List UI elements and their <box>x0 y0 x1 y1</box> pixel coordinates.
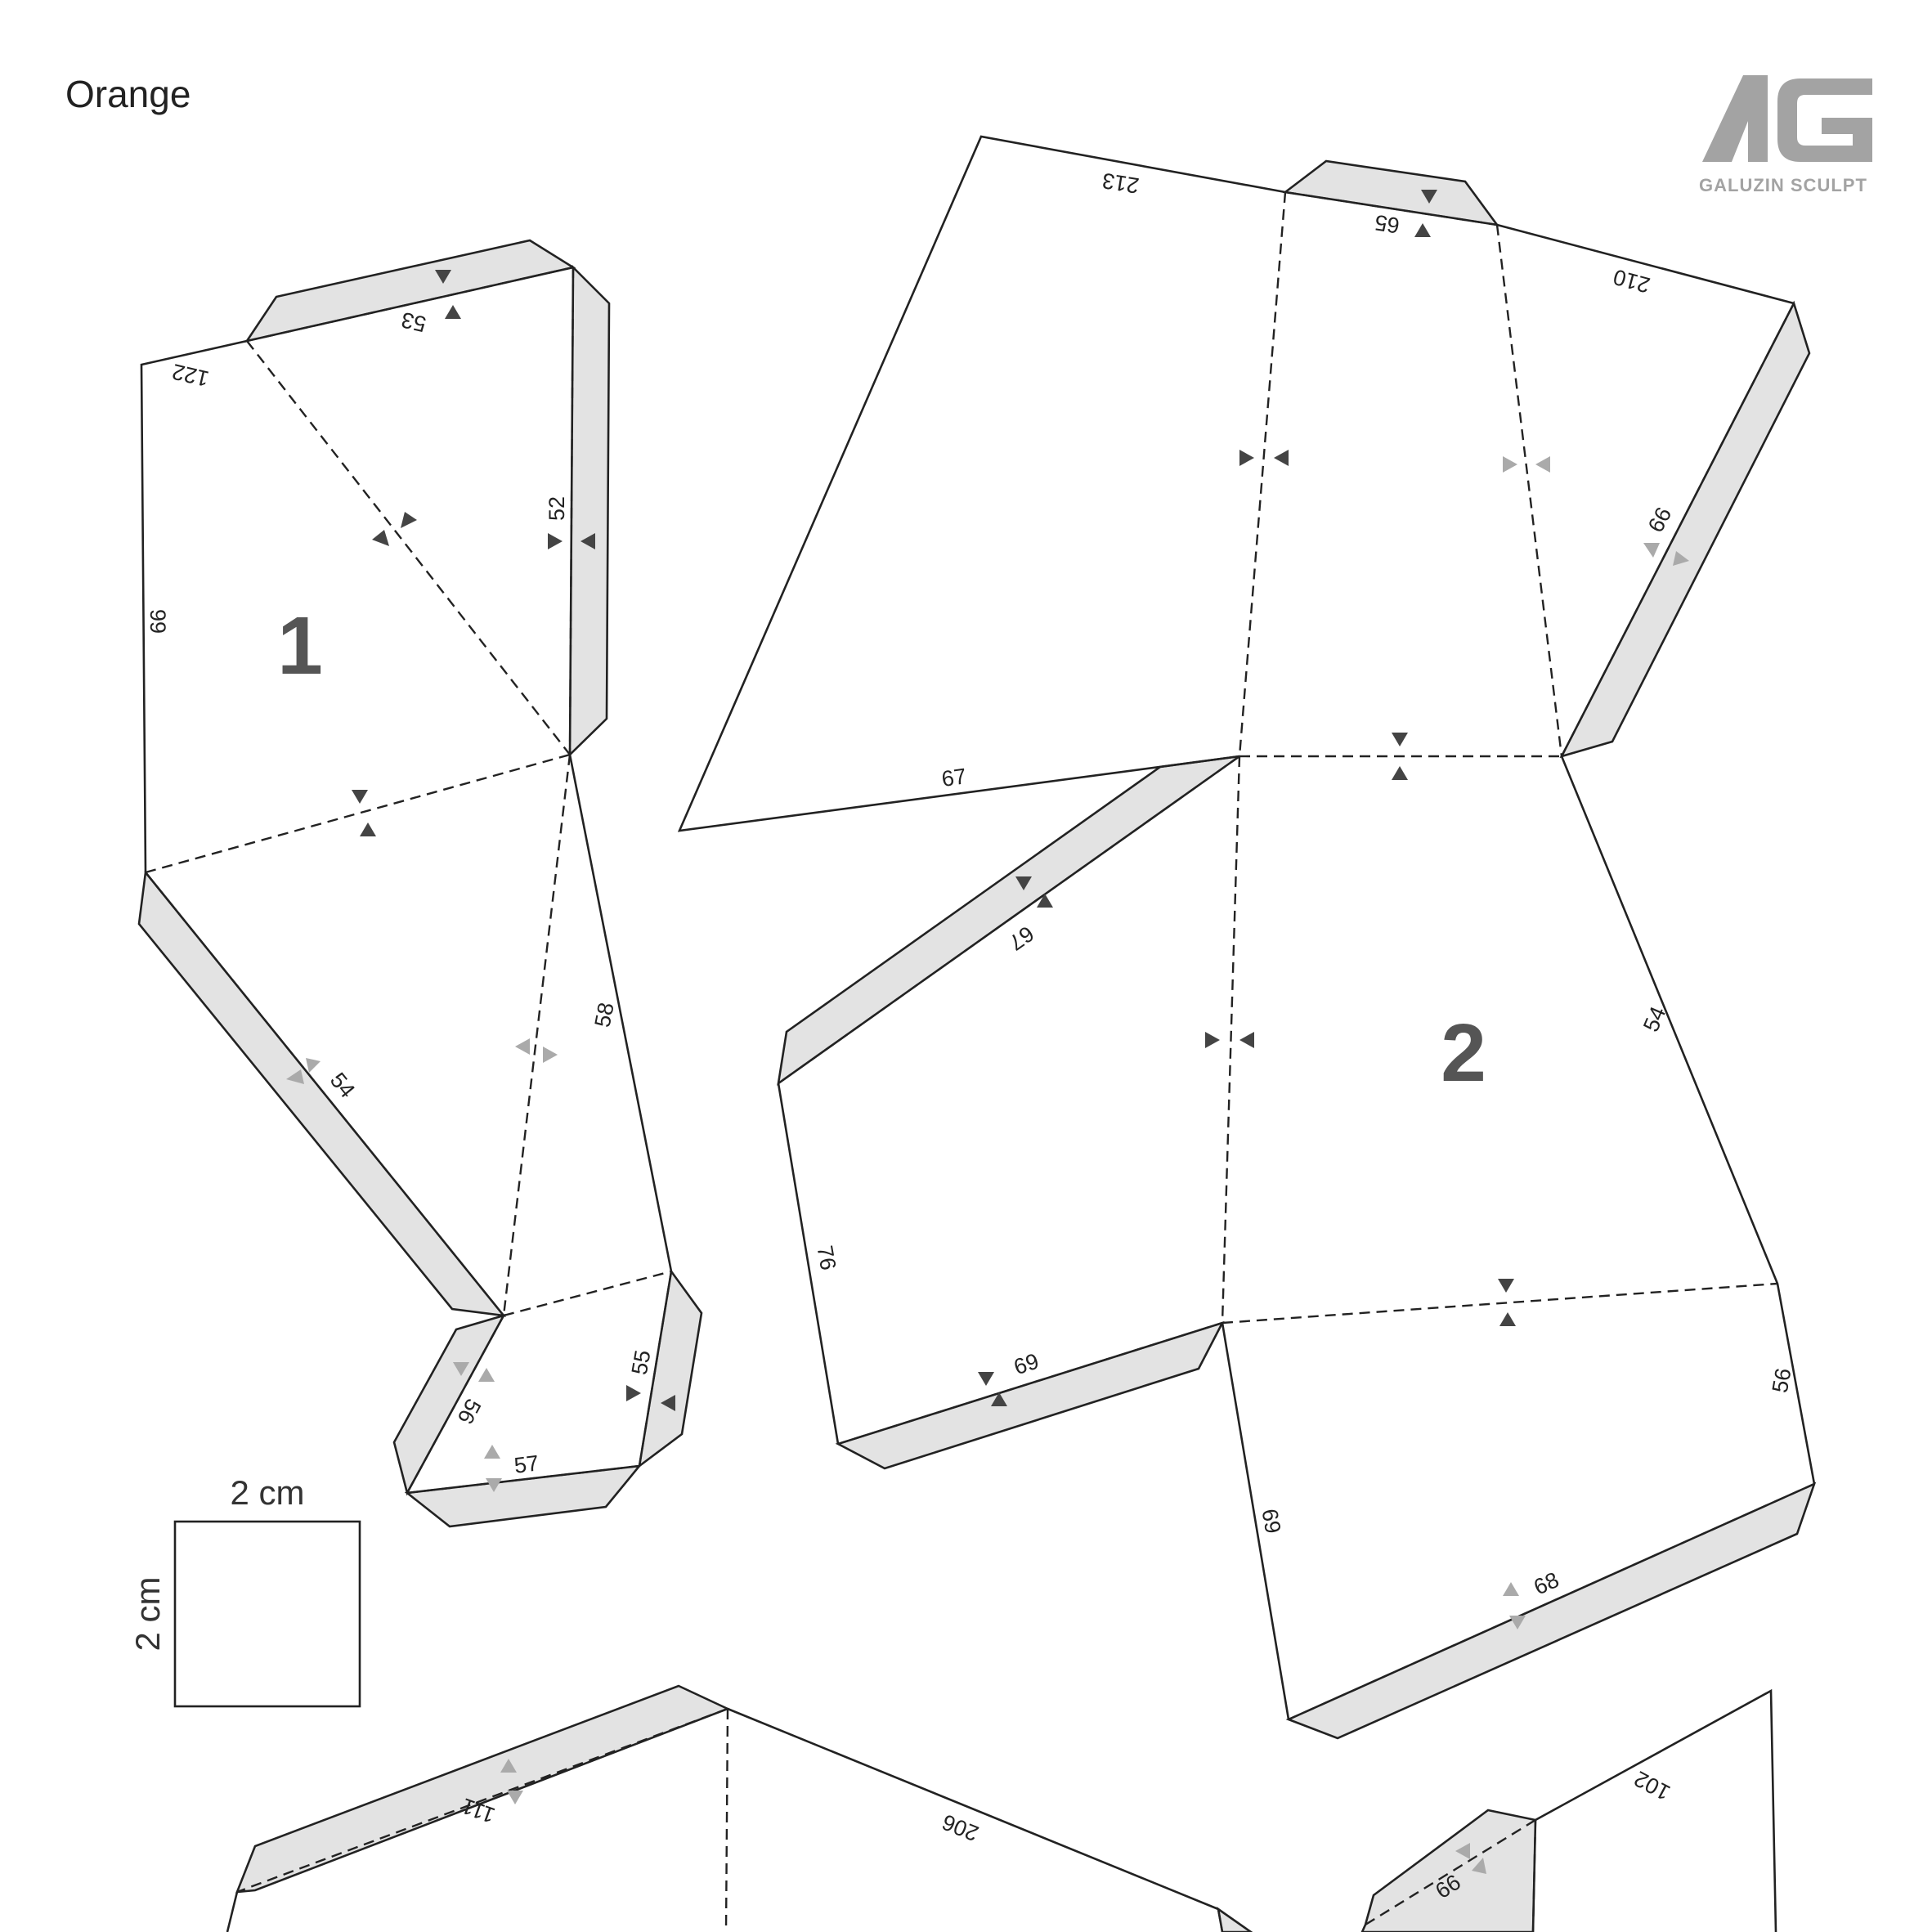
edge-label: 54 <box>325 1068 360 1102</box>
fold-line <box>568 267 575 755</box>
part-2: 2 213 65 210 66 67 67 54 76 69 56 69 68 <box>677 135 1817 1740</box>
glue-tab <box>235 1684 731 1894</box>
edge-label: 102 <box>1630 1766 1674 1805</box>
edge-label: 55 <box>627 1348 656 1377</box>
fold-line <box>406 1464 640 1495</box>
edge-label: 99 <box>146 609 170 634</box>
fold-line <box>1221 755 1241 1324</box>
scale-square <box>173 1520 361 1708</box>
fold-line <box>638 1271 673 1467</box>
fold-line <box>1284 191 1498 226</box>
alignment-marker <box>548 533 595 549</box>
cut-line <box>140 339 248 873</box>
alignment-marker <box>1503 1582 1526 1629</box>
fold-line <box>1495 224 1563 757</box>
fold-line <box>1531 1819 1537 1932</box>
alignment-marker <box>484 1445 502 1492</box>
edge-label: 76 <box>812 1244 840 1272</box>
part-number: 2 <box>1441 1007 1486 1099</box>
cut-line <box>677 135 1286 832</box>
fold-line <box>1238 191 1287 757</box>
edge-label: 213 <box>1100 168 1141 199</box>
edge-label: 206 <box>939 1809 982 1846</box>
alignment-marker <box>1455 1843 1486 1874</box>
edge-label: 69 <box>1011 1349 1042 1380</box>
alignment-marker <box>352 790 376 836</box>
glue-tab <box>1217 1907 1253 1932</box>
edge-label: 57 <box>513 1450 540 1477</box>
fold-line <box>1222 1282 1778 1325</box>
fold-line <box>246 266 574 343</box>
cut-line <box>1535 1688 1777 1932</box>
fold-line <box>145 753 571 874</box>
part-1: 1 122 53 52 99 58 54 55 56 57 <box>137 239 703 1528</box>
glue-tab <box>392 1313 506 1496</box>
edge-label: 56 <box>1768 1366 1796 1395</box>
cut-line <box>1221 1322 1290 1720</box>
fold-line <box>503 1270 672 1317</box>
glue-tab <box>835 1320 1225 1470</box>
scale-width-label: 2 cm <box>230 1473 304 1512</box>
alignment-marker <box>626 1385 675 1411</box>
alignment-marker <box>515 1038 558 1063</box>
edge-label: 69 <box>1257 1507 1285 1535</box>
alignment-marker <box>372 512 417 546</box>
glue-tab <box>1285 1481 1817 1740</box>
glue-tab <box>1559 300 1811 759</box>
galuzin-sculpt-logo-icon <box>1702 75 1872 162</box>
glue-tab <box>244 239 576 343</box>
scale-height-label: 2 cm <box>128 1576 167 1651</box>
alignment-marker <box>1498 1279 1516 1326</box>
fold-line <box>236 1707 728 1894</box>
alignment-marker <box>286 1058 321 1084</box>
glue-tab <box>638 1268 703 1468</box>
alignment-marker <box>978 1372 1007 1406</box>
fold-line <box>502 754 572 1316</box>
fold-line <box>837 1321 1223 1446</box>
edge-label: 54 <box>1638 1003 1670 1035</box>
edge-label: 66 <box>1643 503 1677 536</box>
alignment-marker <box>1015 876 1053 908</box>
document-title: Orange <box>65 73 191 115</box>
cut-line <box>568 754 673 1272</box>
alignment-marker <box>1414 190 1437 237</box>
edge-label: 58 <box>590 1001 619 1029</box>
alignment-marker <box>435 270 461 319</box>
edge-label: 67 <box>1004 921 1038 955</box>
edge-label: 53 <box>399 307 428 337</box>
alignment-marker <box>1392 733 1408 780</box>
glue-tab <box>568 264 611 758</box>
cut-line <box>1496 223 1795 305</box>
fold-line <box>778 755 1240 1084</box>
alignment-marker <box>500 1759 523 1804</box>
fold-line <box>724 1708 729 1932</box>
cut-line <box>226 1891 239 1932</box>
edge-label: 65 <box>1373 210 1401 238</box>
edge-label: 52 <box>545 496 569 521</box>
scale-reference: 2 cm 2 cm <box>128 1473 361 1708</box>
part-number: 1 <box>277 600 323 692</box>
logo-text: GALUZIN SCULPT <box>1699 175 1867 195</box>
cut-line <box>727 1707 1219 1911</box>
alignment-marker <box>1503 456 1550 473</box>
alignment-marker <box>1643 543 1689 566</box>
part-3: 111 206 <box>226 1684 1253 1932</box>
cut-line <box>777 1083 840 1445</box>
part-4: 102 66 <box>1360 1688 1777 1932</box>
edge-label: 68 <box>1531 1567 1563 1600</box>
fold-line <box>1217 1908 1224 1932</box>
fold-line <box>246 340 571 755</box>
edge-label: 122 <box>170 359 212 391</box>
alignment-marker <box>1205 1032 1254 1048</box>
fold-line <box>1288 1482 1815 1721</box>
edge-label: 67 <box>940 764 968 791</box>
alignment-marker <box>453 1362 495 1382</box>
alignment-marker <box>1239 450 1289 466</box>
fold-line <box>145 872 504 1316</box>
edge-label: 210 <box>1611 264 1652 298</box>
